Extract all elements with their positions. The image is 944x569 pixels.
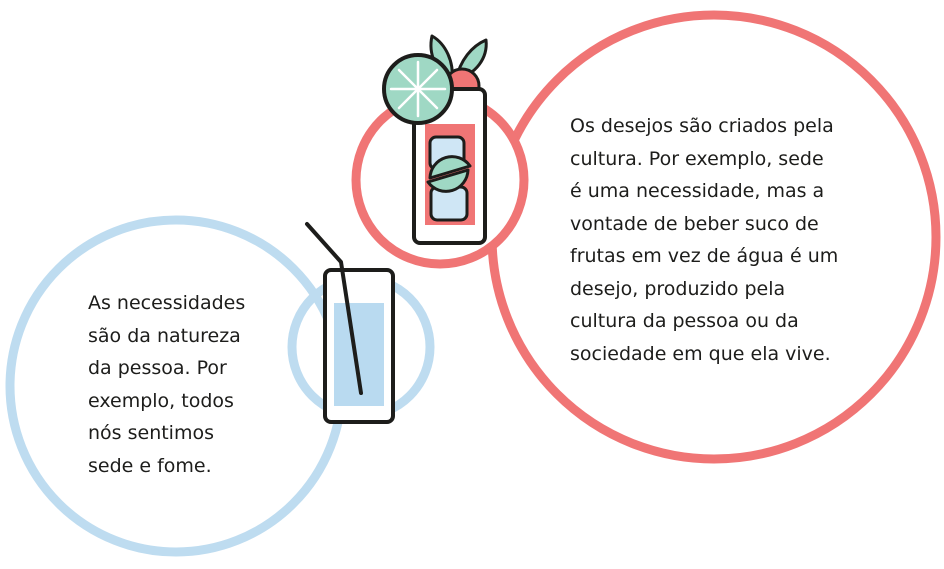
needs-text-line: nós sentimos bbox=[88, 422, 214, 444]
desires-text-line: Os desejos são criados pela bbox=[570, 115, 834, 137]
water-glass-with-straw-icon bbox=[305, 222, 395, 424]
needs-text-line: As necessidades bbox=[88, 292, 246, 314]
desires-text-line: cultura da pessoa ou da bbox=[570, 310, 799, 332]
needs-text-line: exemplo, todos bbox=[88, 389, 234, 412]
needs-text-line: são da natureza bbox=[88, 324, 241, 347]
juice-glass-with-lime-and-mint-icon bbox=[382, 34, 488, 245]
needs-text: As necessidades são da natureza da pesso… bbox=[88, 287, 245, 482]
lime-wheel-icon bbox=[382, 53, 454, 125]
desires-text-line: sociedade em que ela vive. bbox=[570, 342, 831, 365]
lime-slice-icon bbox=[426, 155, 472, 193]
desires-text-line: frutas em vez de água é um bbox=[570, 245, 839, 267]
needs-text-line: da pessoa. Por bbox=[88, 357, 227, 379]
desires-text-line: cultura. Por exemplo, sede bbox=[570, 147, 824, 170]
desires-text: Os desejos são criados pela cultura. Por… bbox=[570, 110, 838, 370]
desires-text-line: é uma necessidade, mas a bbox=[570, 180, 825, 202]
needs-text-line: sede e fome. bbox=[88, 454, 212, 477]
desires-text-line: desejo, produzido pela bbox=[570, 277, 786, 300]
desires-text-line: vontade de beber suco de bbox=[570, 212, 819, 235]
